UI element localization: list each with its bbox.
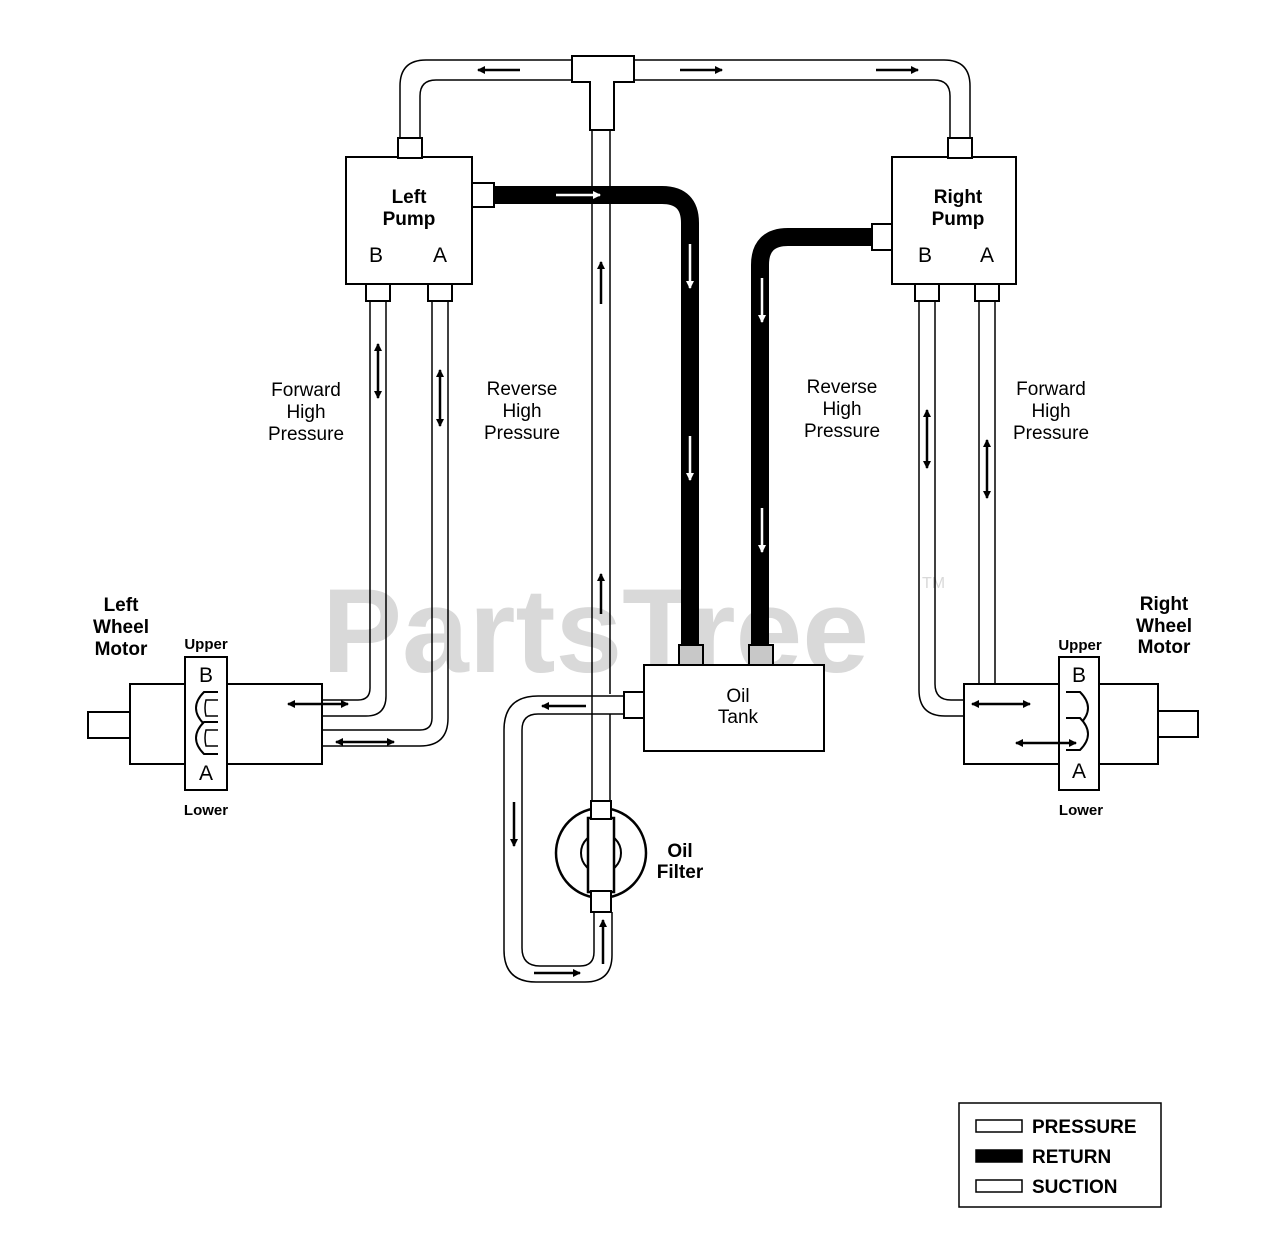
left-motor-label-2: Wheel: [93, 617, 149, 638]
left-reverse-label: Reverse: [487, 379, 558, 400]
left-forward-label-2: High: [286, 402, 325, 423]
oil-tank-label-2: Tank: [718, 707, 759, 728]
legend: PRESSURE RETURN SUCTION: [958, 1102, 1162, 1208]
right-pump-port-a: A: [980, 244, 994, 267]
left-motor-label-3: Motor: [95, 639, 148, 660]
left-reverse-label-3: Pressure: [484, 423, 560, 444]
legend-return-label: RETURN: [1032, 1147, 1111, 1168]
right-reverse-label-2: High: [822, 399, 861, 420]
right-pump-label-2: Pump: [932, 209, 985, 230]
left-pump: Left Pump B A: [345, 137, 495, 302]
pressure-lines: [218, 59, 1078, 747]
left-pump-port-b: B: [369, 244, 383, 267]
right-motor-label: Right: [1140, 594, 1189, 615]
left-motor-label: Left: [104, 595, 140, 616]
legend-return-swatch: [975, 1149, 1023, 1163]
right-motor-port-b: B: [1072, 664, 1086, 687]
right-forward-label: Forward: [1016, 379, 1086, 400]
left-pump-label-2: Pump: [383, 209, 436, 230]
left-reverse-label-2: High: [502, 401, 541, 422]
left-forward-label-3: Pressure: [268, 424, 344, 445]
oil-tank-label: Oil: [726, 686, 749, 707]
right-motor-lower-label: Lower: [1059, 802, 1103, 819]
right-pump-port-b: B: [918, 244, 932, 267]
right-reverse-label: Reverse: [807, 377, 878, 398]
right-motor-label-3: Motor: [1138, 637, 1191, 658]
left-forward-label: Forward: [271, 380, 341, 401]
left-motor-port-b: B: [199, 664, 213, 687]
left-motor-port-a: A: [199, 762, 213, 785]
right-wheel-motor: B A Upper Lower Right Wheel Motor: [963, 594, 1199, 819]
tee-fitting: [571, 55, 635, 131]
right-reverse-label-3: Pressure: [804, 421, 880, 442]
flow-arrows: [287, 66, 1077, 977]
right-pump: Right Pump B A: [871, 137, 1017, 302]
legend-suction-label: SUCTION: [1032, 1177, 1118, 1198]
right-motor-upper-label: Upper: [1058, 637, 1102, 654]
legend-suction-swatch: [975, 1179, 1023, 1193]
left-pump-port-a: A: [433, 244, 447, 267]
legend-pressure-swatch: [975, 1119, 1023, 1133]
left-motor-lower-label: Lower: [184, 802, 228, 819]
right-motor-label-2: Wheel: [1136, 616, 1192, 637]
oil-filter: Oil Filter: [554, 800, 704, 913]
right-forward-label-2: High: [1031, 401, 1070, 422]
suction-lines: [503, 130, 624, 983]
left-wheel-motor: B A Upper Lower Left Wheel Motor: [87, 595, 323, 819]
left-motor-upper-label: Upper: [184, 636, 228, 653]
oil-tank: Oil Tank: [623, 644, 825, 752]
right-forward-label-3: Pressure: [1013, 423, 1089, 444]
left-pump-label: Left: [392, 187, 428, 208]
oil-filter-label: Oil: [667, 841, 692, 862]
legend-pressure-label: PRESSURE: [1032, 1117, 1137, 1138]
right-pump-label: Right: [934, 187, 983, 208]
return-lines: [494, 186, 872, 645]
line-labels: Forward High Pressure Reverse High Press…: [268, 377, 1089, 445]
right-motor-port-a: A: [1072, 760, 1086, 783]
oil-filter-label-2: Filter: [657, 862, 704, 883]
watermark-tm: TM: [922, 575, 945, 592]
return-flow-arrows: [556, 191, 766, 553]
